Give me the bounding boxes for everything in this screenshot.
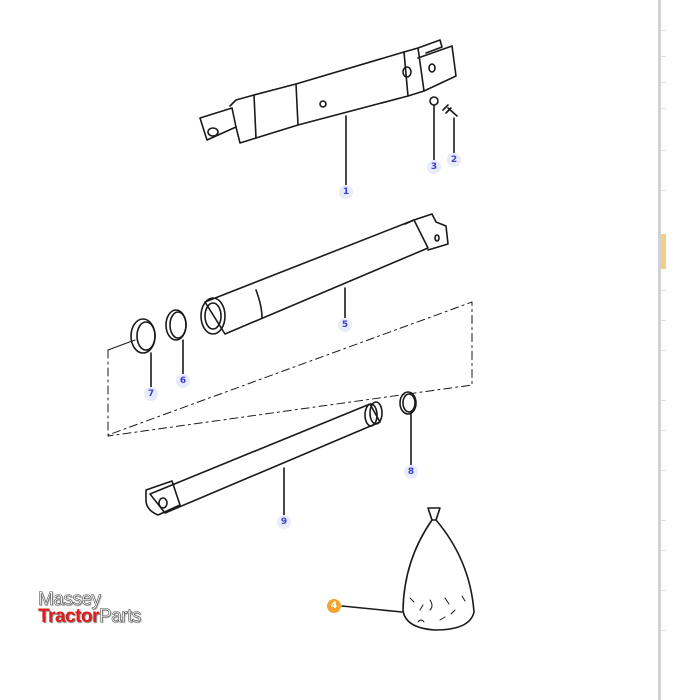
callout-part-7[interactable]: 7: [144, 387, 158, 401]
callout-part-6[interactable]: 6: [176, 374, 190, 388]
callout-part-4[interactable]: 4: [327, 599, 341, 613]
callout-part-2[interactable]: 2: [447, 153, 461, 167]
part-1-cylinder-drawing: [199, 39, 458, 186]
gutter-highlight[interactable]: [661, 234, 666, 269]
logo-line-1: Massey: [38, 589, 102, 610]
callout-part-3[interactable]: 3: [427, 160, 441, 174]
logo-line-2: TractorParts: [38, 606, 142, 627]
callout-part-9[interactable]: 9: [277, 515, 291, 529]
callout-part-5[interactable]: 5: [338, 318, 352, 332]
thumbnail-gutter: [661, 0, 700, 700]
logo-parts: Parts: [98, 606, 142, 627]
part-9-rod-drawing: [145, 401, 383, 516]
brand-logo: Massey TractorParts: [38, 589, 142, 627]
part-5-barrel-drawing: [200, 213, 449, 335]
callout-part-1[interactable]: 1: [339, 185, 353, 199]
scrollbar[interactable]: [658, 0, 661, 700]
part-4-bag-drawing: [341, 507, 475, 631]
callout-part-8[interactable]: 8: [404, 465, 418, 479]
logo-tractor: Tractor: [38, 606, 99, 627]
